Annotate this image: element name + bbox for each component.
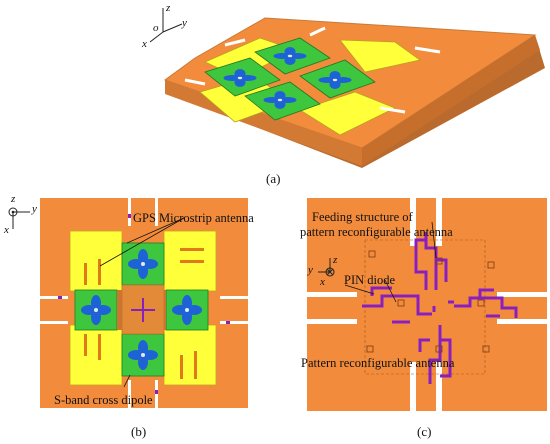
patch-a4 (299, 91, 396, 136)
feed-structure (362, 232, 518, 384)
axis-triad-b (8, 207, 30, 229)
center-feed-b (131, 298, 155, 322)
caption-c: (c) (417, 424, 432, 439)
axis-label-b-x: x (4, 224, 9, 236)
axis-label-b-y: y (32, 203, 37, 215)
caption-a: (a) (266, 171, 281, 186)
axis-label-a-y: y (182, 17, 187, 29)
caption-b: (b) (131, 424, 147, 439)
axis-triad-c (318, 258, 335, 277)
label-gps-antenna: GPS Microstrip antenna (133, 211, 254, 225)
label-pattern-antenna: Pattern reconfigurable antenna (301, 356, 455, 370)
label-feeding-line2: pattern reconfigurable antenna (300, 225, 453, 239)
panel-b-top-view (8, 198, 248, 408)
axis-label-c-z: z (333, 254, 338, 266)
axis-label-a-z: z (166, 2, 171, 14)
label-pin-diode: PIN diode (344, 273, 396, 287)
panel-a-3d-view (149, 8, 545, 168)
label-feeding-line1: Feeding structure of (312, 210, 413, 224)
axis-label-a-x: x (142, 38, 147, 50)
axis-label-a-origin: o (153, 22, 159, 34)
axis-triad-a (149, 8, 183, 43)
panel-c-feed-layer (307, 198, 547, 411)
axis-label-b-z: z (11, 193, 16, 205)
axis-label-c-x: x (320, 276, 325, 288)
patch-a2 (339, 39, 421, 73)
axis-label-c-y: y (308, 264, 313, 276)
label-s-band-dipole: S-band cross dipole (54, 393, 153, 407)
